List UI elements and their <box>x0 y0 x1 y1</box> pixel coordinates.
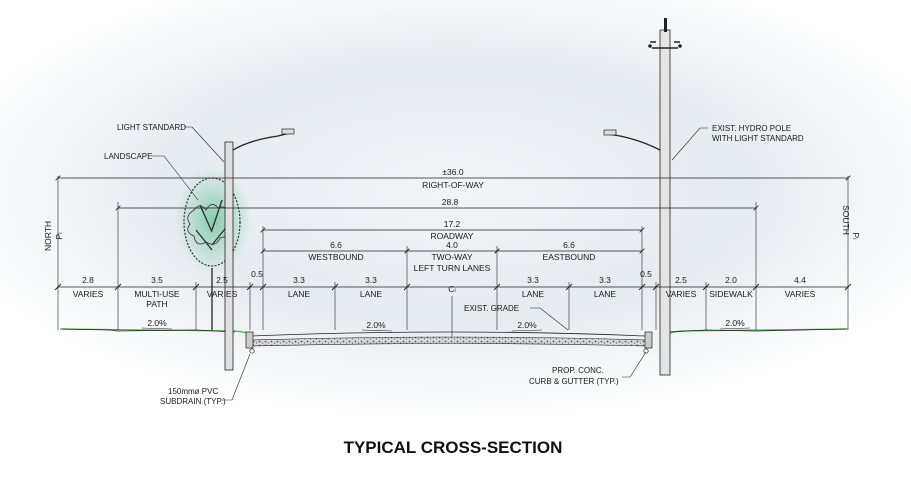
curb-callout-2: CURB & GUTTER (TYP.) <box>529 377 619 386</box>
westbound-label: WESTBOUND <box>308 252 363 262</box>
south-pl: Pₗ <box>851 232 861 240</box>
segment-10-label: VARIES <box>666 289 697 299</box>
curb-right <box>644 331 653 349</box>
segment-7-label: LANE <box>522 289 545 299</box>
segment-2-value: 3.5 <box>151 275 163 285</box>
segment-8-value: 3.3 <box>599 275 611 285</box>
north-pl: Pₗ <box>54 232 64 240</box>
segment-12-value: 4.4 <box>794 275 806 285</box>
diagram-title: TYPICAL CROSS-SECTION <box>344 438 563 457</box>
segment-6-value: 3.3 <box>365 275 377 285</box>
slope-road-east: 2.0% <box>517 320 537 330</box>
landscape-callout: LANDSCAPE <box>104 152 152 161</box>
segment-4-value: 0.5 <box>251 269 263 279</box>
hydro-pole-callout-1: EXIST. HYDRO POLE <box>712 124 791 133</box>
landscape-tree <box>175 166 251 330</box>
row-label: RIGHT-OF-WAY <box>422 180 484 190</box>
segment-3-label: VARIES <box>207 289 238 299</box>
road-surface <box>249 331 646 337</box>
slope-path: 2.0% <box>147 318 167 328</box>
segment-3-value: 2.5 <box>216 275 228 285</box>
westbound-value: 6.6 <box>330 240 342 250</box>
subdrain-callout-1: 150mmø PVC <box>168 387 218 396</box>
light-standard-left <box>224 128 295 371</box>
segment-11-label: SIDEWALK <box>709 289 753 299</box>
segment-1-value: 2.8 <box>82 275 94 285</box>
slope-sidewalk: 2.0% <box>725 318 745 328</box>
inner-value: 28.8 <box>442 197 459 207</box>
eastbound-label: EASTBOUND <box>543 252 596 262</box>
hydro-pole-callout-2: WITH LIGHT STANDARD <box>712 134 804 143</box>
subdrain-left <box>249 348 255 354</box>
segment-5-label: LANE <box>288 289 311 299</box>
exist-grade-callout: EXIST. GRADE <box>464 304 519 313</box>
segment-2-label-1: MULTI-USE <box>134 289 180 299</box>
north-label: NORTH <box>43 221 53 251</box>
curb-callout-1: PROP. CONC. <box>552 366 604 375</box>
slope-road-west: 2.0% <box>366 320 386 330</box>
light-standard-callout: LIGHT STANDARD <box>117 123 186 132</box>
hydro-pole-right <box>603 18 682 376</box>
twltl-label-2: LEFT TURN LANES <box>414 263 491 273</box>
twltl-label-1: TWO-WAY <box>431 252 472 262</box>
roadway-value: 17.2 <box>444 219 461 229</box>
segment-6-label: LANE <box>360 289 383 299</box>
segment-5-value: 3.3 <box>293 275 305 285</box>
subdrain-right <box>643 348 649 354</box>
row-value: ±36.0 <box>442 167 463 177</box>
segment-11-value: 2.0 <box>725 275 737 285</box>
ground-line-left <box>59 328 251 334</box>
segment-12-label: VARIES <box>785 289 816 299</box>
segment-8-label: LANE <box>594 289 617 299</box>
road-gravel-base <box>251 336 647 347</box>
boulevard-right <box>667 328 847 333</box>
curb-left <box>245 331 254 349</box>
segment-ticks <box>54 283 852 291</box>
segment-7-value: 3.3 <box>527 275 539 285</box>
segment-2-label-2: PATH <box>146 299 167 309</box>
segment-9-value: 0.5 <box>640 269 652 279</box>
subdrain-callout-2: SUBDRAIN (TYP.) <box>160 397 226 406</box>
segment-10-value: 2.5 <box>675 275 687 285</box>
boulevard-left <box>61 328 236 333</box>
eastbound-value: 6.6 <box>563 240 575 250</box>
south-label: SOUTH <box>841 205 851 235</box>
twltl-value: 4.0 <box>446 240 458 250</box>
centerline-symbol: Cₗ <box>448 284 456 294</box>
roadway-label: ROADWAY <box>431 231 474 241</box>
segment-1-label: VARIES <box>73 289 104 299</box>
